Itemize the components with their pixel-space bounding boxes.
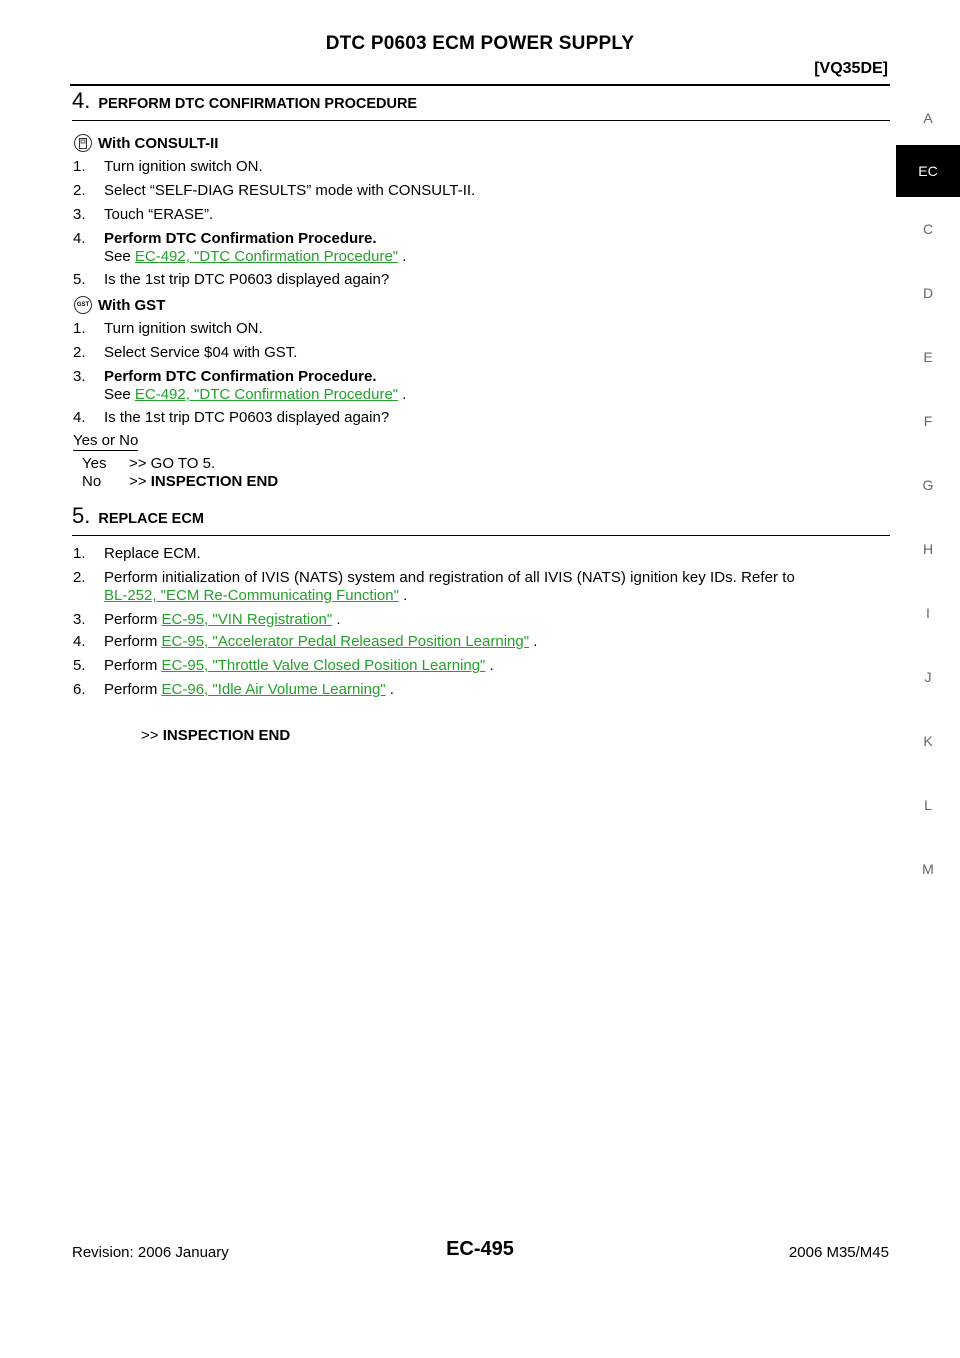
- list-item: 2.Perform initialization of IVIS (NATS) …: [73, 569, 795, 586]
- list-item: 4.Is the 1st trip DTC P0603 displayed ag…: [73, 409, 390, 426]
- step-4-heading: 4. PERFORM DTC CONFIRMATION PROCEDURE: [72, 88, 890, 121]
- ref-link[interactable]: EC-492, "DTC Confirmation Procedure": [134, 386, 399, 403]
- ref-link[interactable]: EC-492, "DTC Confirmation Procedure": [134, 248, 399, 265]
- list-item: 1.Replace ECM.: [73, 545, 201, 562]
- end-branch: >> INSPECTION END: [141, 727, 291, 744]
- list-item: 2.Select Service $04 with GST.: [73, 344, 298, 361]
- tab-j[interactable]: J: [924, 669, 932, 685]
- yes-branch: Yes>> GO TO 5.: [82, 455, 216, 472]
- ref-link[interactable]: EC-95, "Throttle Valve Closed Position L…: [161, 657, 486, 674]
- tab-f[interactable]: F: [923, 413, 933, 429]
- page-number: EC-495: [446, 1238, 514, 1260]
- list-item: 4.Perform EC-95, "Accelerator Pedal Rele…: [73, 633, 538, 650]
- step-title: REPLACE ECM: [98, 511, 204, 527]
- list-item: 1.Turn ignition switch ON.: [73, 158, 263, 175]
- header-divider: [70, 84, 890, 86]
- tab-m[interactable]: M: [922, 861, 934, 877]
- ref-link[interactable]: EC-96, "Idle Air Volume Learning": [161, 681, 386, 698]
- ref-link[interactable]: BL-252, "ECM Re-Communicating Function": [104, 587, 399, 604]
- list-item: 6.Perform EC-96, "Idle Air Volume Learni…: [73, 681, 394, 698]
- tab-l[interactable]: L: [924, 797, 932, 813]
- tab-e[interactable]: E: [923, 349, 933, 365]
- tab-d[interactable]: D: [922, 285, 934, 301]
- consult-heading: With CONSULT-II: [74, 134, 218, 152]
- yes-or-no-label: Yes or No: [73, 432, 139, 451]
- tab-h[interactable]: H: [922, 541, 934, 557]
- step-5-heading: 5. REPLACE ECM: [72, 503, 890, 536]
- list-item: 2.Select “SELF-DIAG RESULTS” mode with C…: [73, 182, 476, 199]
- gst-icon: GST: [74, 296, 92, 314]
- revision-text: Revision: 2006 January: [72, 1244, 229, 1261]
- list-item: 4.Perform DTC Confirmation Procedure.: [73, 230, 377, 247]
- step-number: 5.: [72, 503, 91, 528]
- see-reference: See EC-492, "DTC Confirmation Procedure"…: [104, 386, 407, 403]
- gst-heading: GST With GST: [74, 296, 165, 314]
- page-title: DTC P0603 ECM POWER SUPPLY: [325, 33, 635, 54]
- section-tabs: A EC C D E F G H I J K L M: [896, 100, 960, 901]
- list-item: 3.Touch “ERASE”.: [73, 206, 214, 223]
- list-item: 5.Perform EC-95, "Throttle Valve Closed …: [73, 657, 494, 674]
- consult-icon: [74, 134, 92, 152]
- step-title: PERFORM DTC CONFIRMATION PROCEDURE: [98, 96, 418, 112]
- ref-link[interactable]: EC-95, "Accelerator Pedal Released Posit…: [161, 633, 530, 650]
- see-reference: See EC-492, "DTC Confirmation Procedure"…: [104, 248, 407, 265]
- tab-k[interactable]: K: [923, 733, 933, 749]
- no-branch: No>> INSPECTION END: [82, 473, 279, 490]
- ref-link[interactable]: EC-95, "VIN Registration": [161, 611, 333, 628]
- tab-g[interactable]: G: [922, 477, 934, 493]
- list-item: 3.Perform EC-95, "VIN Registration" .: [73, 611, 341, 628]
- step-number: 4.: [72, 88, 91, 113]
- tab-a[interactable]: A: [923, 110, 933, 126]
- tab-i[interactable]: I: [926, 605, 930, 621]
- tab-ec[interactable]: EC: [896, 145, 960, 197]
- list-item: 1.Turn ignition switch ON.: [73, 320, 263, 337]
- engine-variant: [VQ35DE]: [814, 60, 888, 77]
- list-item: 5.Is the 1st trip DTC P0603 displayed ag…: [73, 271, 390, 288]
- list-item: 3.Perform DTC Confirmation Procedure.: [73, 368, 377, 385]
- see-reference: BL-252, "ECM Re-Communicating Function" …: [104, 587, 408, 604]
- tab-c[interactable]: C: [922, 221, 934, 237]
- model-text: 2006 M35/M45: [788, 1244, 889, 1261]
